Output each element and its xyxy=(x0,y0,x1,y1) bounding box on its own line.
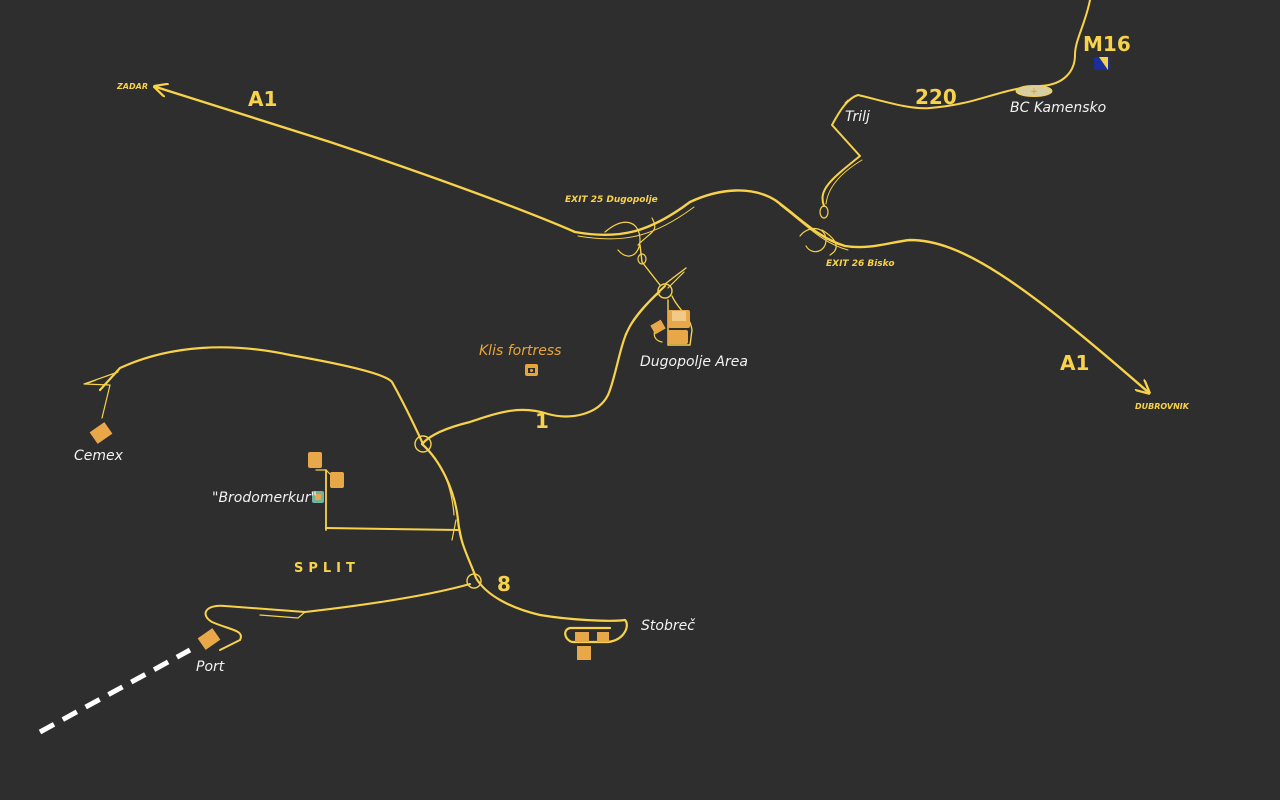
road-8 xyxy=(420,442,628,644)
a1-south-label: A1 xyxy=(1060,351,1090,375)
company-depot-icon[interactable] xyxy=(312,488,324,503)
border-crossing-icon[interactable]: + xyxy=(1015,82,1053,97)
a1-motorway xyxy=(156,87,1148,392)
viewpoint-icon[interactable] xyxy=(525,361,538,376)
place-bc-kamensko[interactable]: BC Kamensko xyxy=(1010,100,1107,116)
place-dugopolje-area[interactable]: Dugopolje Area xyxy=(640,354,748,370)
place-stobrec[interactable]: Stobreč xyxy=(641,618,695,634)
road-port xyxy=(204,583,471,651)
road-cemex xyxy=(98,346,425,446)
m16-label: M16 xyxy=(1083,32,1131,56)
a1-north-label: A1 xyxy=(248,87,278,111)
destination-dubrovnik: DUBROVNIK xyxy=(1135,402,1189,411)
destination-zadar: ZADAR xyxy=(117,82,148,91)
place-port[interactable]: Port xyxy=(196,659,225,675)
place-cemex[interactable]: Cemex xyxy=(74,448,123,464)
road-220-label: 220 xyxy=(915,85,957,109)
ferry-route-icon xyxy=(38,647,192,735)
exit-26-label: EXIT 26 Bisko xyxy=(826,259,895,269)
road-1-label: 1 xyxy=(535,409,549,433)
exit-25-label: EXIT 25 Dugopolje xyxy=(565,195,658,205)
country-flag-icon xyxy=(1094,55,1110,70)
place-trilj[interactable]: Trilj xyxy=(845,109,870,125)
poi-klis-fortress[interactable]: Klis fortress xyxy=(479,343,562,359)
place-brodomerkur[interactable]: "Brodomerkur" xyxy=(212,490,317,506)
road-8-label: 8 xyxy=(497,572,511,596)
svg-text:+: + xyxy=(1030,87,1038,97)
road-220 xyxy=(821,0,1091,207)
company-lots xyxy=(89,310,690,660)
city-split-label: SPLIT xyxy=(294,561,360,576)
